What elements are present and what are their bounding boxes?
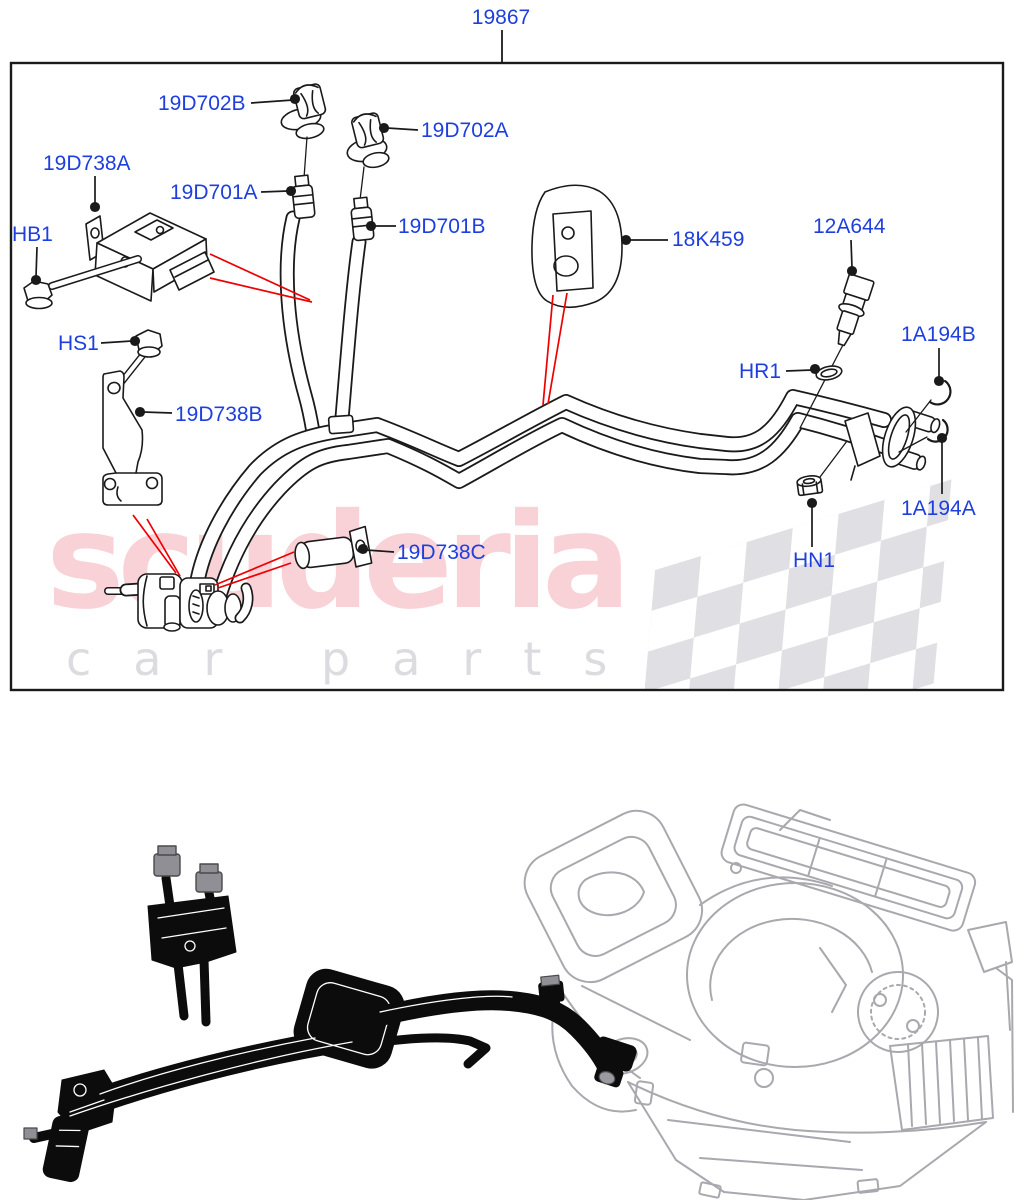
pipe-end-fitting: [844, 406, 941, 481]
part-label-1a194a[interactable]: 1A194A: [901, 497, 976, 520]
valve-core-19d701a: [291, 174, 316, 220]
grommet-18k459: [531, 184, 623, 309]
bolt-hs1: [116, 329, 163, 388]
valve-block-assembly: [104, 573, 254, 632]
part-label-19d702a[interactable]: 19D702A: [421, 119, 509, 142]
diagram-border: [9, 61, 1005, 692]
valve-core-19d701b: [350, 196, 375, 242]
part-label-19d702b[interactable]: 19D702B: [158, 92, 246, 115]
part-label-19d701a[interactable]: 19D701A: [170, 181, 258, 204]
nut-hn1: [796, 440, 848, 497]
part-label-1a194b[interactable]: 1A194B: [901, 323, 976, 346]
part-label-hn1[interactable]: HN1: [793, 549, 836, 572]
leader-lines: [30, 93, 948, 555]
exploded-view: [23, 83, 952, 632]
checkered-flag-watermark: [637, 479, 952, 689]
part-label-12a644[interactable]: 12A644: [813, 215, 886, 238]
part-label-18k459[interactable]: 18K459: [672, 228, 745, 251]
part-label-19d738b[interactable]: 19D738B: [175, 403, 263, 426]
oring-hr1: [815, 365, 843, 381]
sensor-12a644: [799, 273, 875, 429]
bolt-hb1: [23, 255, 142, 310]
assembly-number-label[interactable]: 19867: [471, 6, 531, 29]
module-19d738a: [85, 212, 215, 302]
ac-pipes: [190, 389, 894, 608]
charge-tubes: [279, 210, 367, 440]
pipe-assembly-photo: [23, 845, 637, 1183]
bracket-19d738b: [102, 370, 163, 506]
valve-19d702a: [346, 112, 390, 201]
oring-clip-1a194b: [905, 379, 952, 433]
valve-19d702b: [280, 83, 327, 179]
part-label-hb1[interactable]: HB1: [12, 223, 53, 246]
part-label-hr1[interactable]: HR1: [739, 360, 782, 383]
part-label-hs1[interactable]: HS1: [58, 332, 99, 355]
part-label-19d738c[interactable]: 19D738C: [397, 541, 486, 564]
part-label-19d738a[interactable]: 19D738A: [43, 152, 131, 175]
hvac-unit-drawing: [523, 803, 1014, 1200]
watermark-tagline: car parts: [66, 632, 650, 686]
part-label-19d701b[interactable]: 19D701B: [398, 215, 486, 238]
fitment-pointer-lines: [132, 253, 568, 589]
